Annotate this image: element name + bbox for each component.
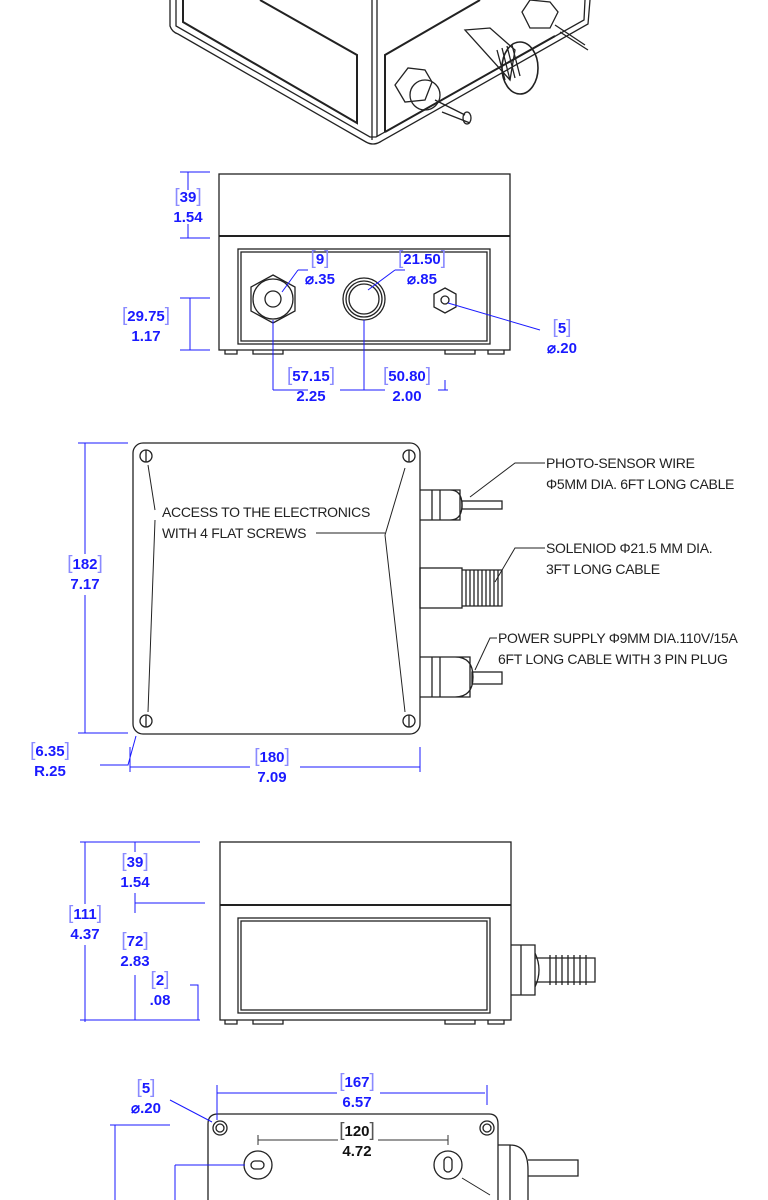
dim-slot-spacing: 1204.72 [339, 1121, 375, 1162]
top-view [132, 442, 545, 735]
side-view [219, 841, 596, 1025]
solenoid-connector-icon [511, 944, 596, 996]
dim-total-height: 1114.37 [68, 904, 102, 945]
solenoid-note: SOLENIOD Φ21.5 MM DIA.3FT LONG CABLE [546, 540, 713, 577]
dim-hole-height: 29.751.17 [122, 306, 170, 347]
dim-small-hole: 5⌀.20 [547, 318, 577, 359]
solenoid-connector-icon [419, 567, 503, 609]
dim-width: 1807.09 [254, 747, 290, 788]
isometric-view [169, 0, 591, 145]
dim-foot-height: 2.08 [150, 970, 171, 1011]
dim-mount-hole: 5⌀.20 [131, 1078, 161, 1119]
power-connector-icon [420, 656, 503, 698]
small-hex-icon [433, 287, 457, 314]
power-gland-icon [394, 67, 472, 125]
solenoid-connector-icon [463, 27, 539, 95]
dim-solenoid-hole: 21.50⌀.85 [398, 249, 446, 290]
dim-photo-hole: 9⌀.35 [305, 249, 335, 290]
dim-front-top-height: 391.54 [173, 187, 202, 228]
dim-corner-radius: 6.35R.25 [30, 741, 70, 782]
dim-spacing-2: 50.802.00 [383, 366, 431, 407]
hex-nut-icon [250, 274, 296, 324]
dimension-lines [78, 171, 541, 1200]
photo-sensor-connector-icon [420, 489, 503, 521]
dim-depth: 1827.17 [67, 554, 103, 595]
bottom-view [207, 1113, 579, 1200]
dim-base-height: 722.83 [120, 931, 150, 972]
dim-lid-height: 391.54 [120, 852, 149, 893]
dim-hole-spacing: 1676.57 [339, 1072, 375, 1113]
dim-spacing-1: 57.152.25 [287, 366, 335, 407]
photo-sensor-gland-icon [521, 0, 589, 51]
